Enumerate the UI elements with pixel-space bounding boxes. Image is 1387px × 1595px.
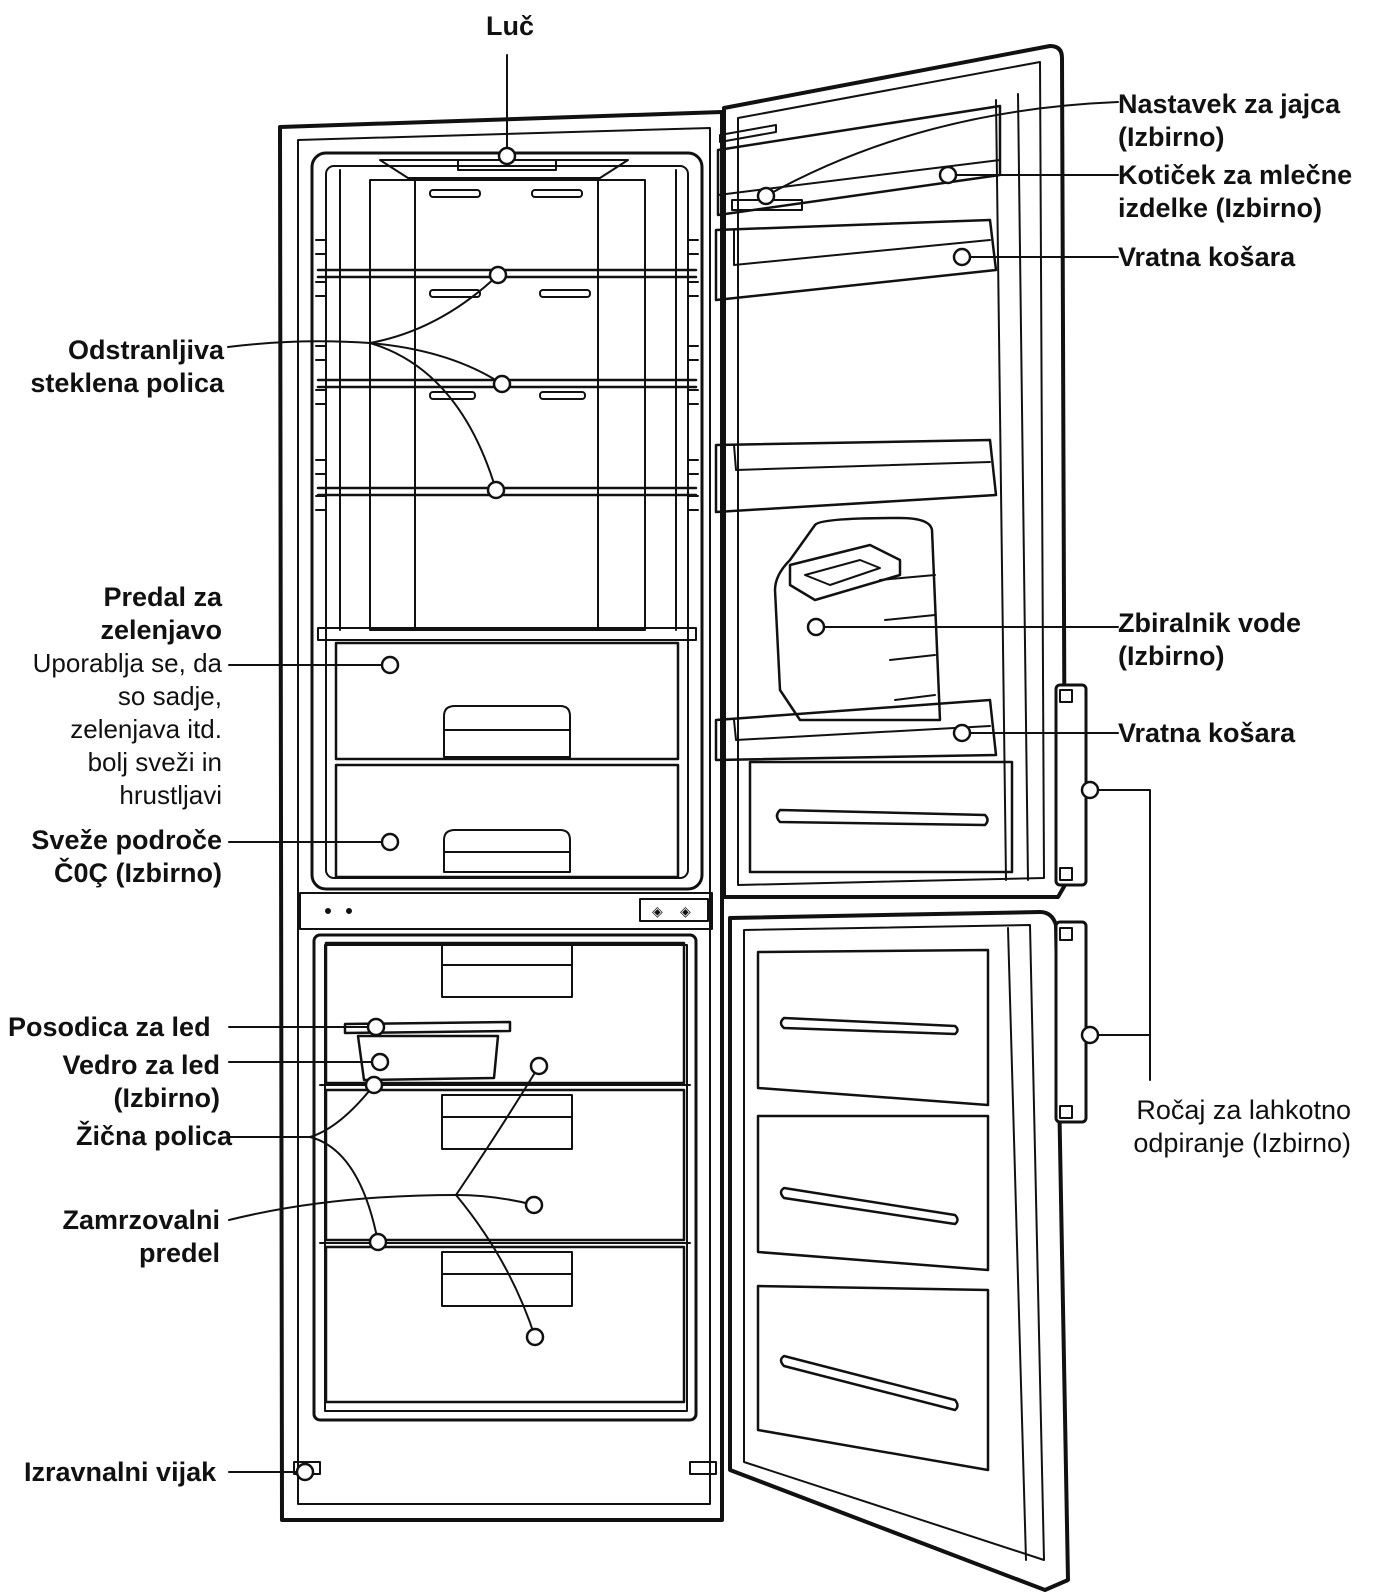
label-egg-holder-line-2: (Izbirno) <box>1118 122 1225 152</box>
label-door-bin-top: Vratna košara <box>1118 242 1296 272</box>
dot-shelf-2 <box>492 374 512 394</box>
label-luc: Luč <box>486 11 535 41</box>
label-crisper-title-1: Predal za <box>103 582 222 612</box>
label-ice-bucket-line-2: (Izbirno) <box>113 1083 220 1113</box>
label-fresh-zone-line-2: Č0Ç (Izbirno) <box>54 858 222 888</box>
label-water-tank: Zbiralnik vode (Izbirno) <box>1118 607 1301 673</box>
dot-handle-lower <box>1080 1025 1100 1045</box>
label-crisper-desc-1: Uporablja se, da <box>32 648 222 678</box>
lower-handle <box>1054 920 1088 1124</box>
refrigerator-cabinet <box>278 110 724 1522</box>
dot-fresh-zone <box>380 832 400 852</box>
dot-wire-shelf-1 <box>364 1075 384 1095</box>
water-dispenser-tank <box>773 516 942 722</box>
dot-luc <box>497 146 517 166</box>
dot-shelf-1 <box>488 265 508 285</box>
label-egg-holder-line-1: Nastavek za jajca <box>1118 89 1341 119</box>
dot-door-bin-top <box>952 247 972 267</box>
dot-shelf-3 <box>486 480 506 500</box>
upper-handle <box>1054 683 1088 887</box>
label-wire-shelf: Žična polica <box>76 1121 233 1151</box>
dot-egg-holder <box>756 186 776 206</box>
svg-text:◈: ◈ <box>652 903 663 919</box>
label-water-tank-line-1: Zbiralnik vode <box>1118 608 1302 638</box>
label-crisper-title-2: zelenjavo <box>100 615 222 645</box>
callout-dots <box>295 146 1100 1482</box>
dot-crisper <box>380 655 400 675</box>
label-freezer-line-1: Zamrzovalni <box>62 1205 220 1235</box>
dot-ice-bucket <box>370 1052 390 1072</box>
label-dairy-corner: Kotiček za mlečne izdelke (Izbirno) <box>1118 159 1352 225</box>
label-glass-shelf: Odstranljiva steklena polica <box>30 334 224 400</box>
label-handle-line-1: Ročaj za lahkotno <box>1136 1095 1351 1125</box>
dot-freezer-3 <box>525 1327 545 1347</box>
dot-ice-tray <box>366 1017 386 1037</box>
label-crisper-desc-5: hrustljavi <box>119 780 222 810</box>
label-dairy-corner-line-2: izdelke (Izbirno) <box>1118 193 1323 223</box>
label-crisper-desc-4: bolj sveži in <box>87 747 222 777</box>
dot-freezer-1 <box>529 1056 549 1076</box>
label-crisper-desc-2: so sadje, <box>117 681 222 711</box>
label-glass-shelf-line-1: Odstranljiva <box>67 335 224 365</box>
dot-door-bin-bottom <box>952 723 972 743</box>
label-water-tank-line-2: (Izbirno) <box>1118 641 1225 671</box>
label-ice-bucket: Vedro za led (Izbirno) <box>62 1049 220 1115</box>
crisper-drawers <box>317 627 697 879</box>
lower-door <box>728 910 1070 1592</box>
upper-door <box>714 44 1067 899</box>
leader-lines <box>227 54 1151 1473</box>
label-door-bin-bottom: Vratna košara <box>1118 718 1296 748</box>
dot-water-tank <box>806 617 826 637</box>
dot-handle-upper <box>1080 780 1100 800</box>
label-fresh-zone: Sveže področe Č0Ç (Izbirno) <box>31 824 222 890</box>
label-egg-holder: Nastavek za jajca (Izbirno) <box>1118 88 1340 154</box>
label-glass-shelf-line-2: steklena polica <box>30 368 224 398</box>
label-crisper-desc-3: zelenjava itd. <box>70 714 222 744</box>
svg-text:◈: ◈ <box>680 903 691 919</box>
dot-dairy-corner <box>938 165 958 185</box>
label-ice-tray: Posodica za led <box>8 1012 211 1042</box>
label-fresh-zone-line-1: Sveže področe <box>31 825 222 855</box>
label-dairy-corner-line-1: Kotiček za mlečne <box>1118 160 1353 190</box>
divider-strip: ◈ ◈ <box>299 892 713 930</box>
dot-leveling-screw <box>295 1462 315 1482</box>
dot-freezer-2 <box>524 1195 544 1215</box>
label-handle: Ročaj za lahkotno odpiranje (Izbirno) <box>1133 1094 1351 1160</box>
label-freezer: Zamrzovalni predel <box>62 1204 220 1270</box>
label-handle-line-2: odpiranje (Izbirno) <box>1133 1128 1351 1158</box>
label-freezer-line-2: predel <box>138 1238 220 1268</box>
label-crisper: Predal za zelenjavo Uporablja se, da so … <box>33 581 222 812</box>
label-ice-bucket-line-1: Vedro za led <box>62 1050 220 1080</box>
label-leveling-screw: Izravnalni vijak <box>24 1457 217 1487</box>
dot-wire-shelf-2 <box>368 1232 388 1252</box>
